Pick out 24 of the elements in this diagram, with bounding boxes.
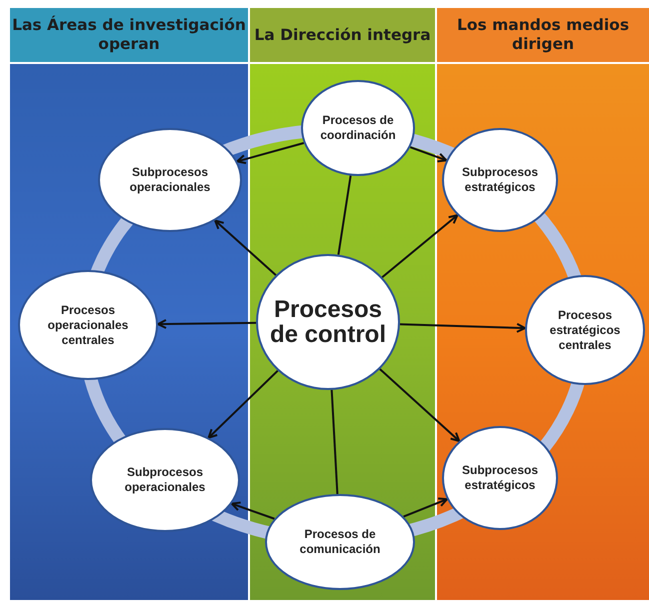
process-label: Subprocesos operacionales (124, 465, 206, 495)
process-label: Procesos de comunicación (298, 527, 382, 557)
connector-line (330, 390, 338, 494)
connector-line (337, 175, 352, 255)
column-heading: Los mandos medios dirigen (437, 8, 649, 62)
arrow (400, 322, 526, 333)
arrow (403, 497, 448, 518)
arrow (214, 220, 277, 276)
process-label: Subprocesos estratégicos (460, 463, 540, 493)
process-label: Procesos de coordinación (319, 113, 397, 143)
arrow (208, 370, 278, 439)
arrow (379, 368, 460, 442)
arrow (236, 142, 304, 164)
process-label: Procesos de control (268, 296, 387, 348)
process-label: Subprocesos operacionales (128, 165, 212, 195)
column-heading: La Dirección integra (250, 8, 435, 62)
process-label: Subprocesos estratégicos (460, 165, 540, 195)
arrow (157, 319, 256, 330)
arrow (382, 214, 458, 278)
arrow (230, 502, 275, 520)
arrow (410, 146, 448, 162)
process-label: Procesos estratégicos centrales (548, 308, 622, 352)
column-heading: Las Áreas de investigación operan (10, 8, 248, 62)
process-label: Procesos operacionales centrales (46, 302, 130, 348)
